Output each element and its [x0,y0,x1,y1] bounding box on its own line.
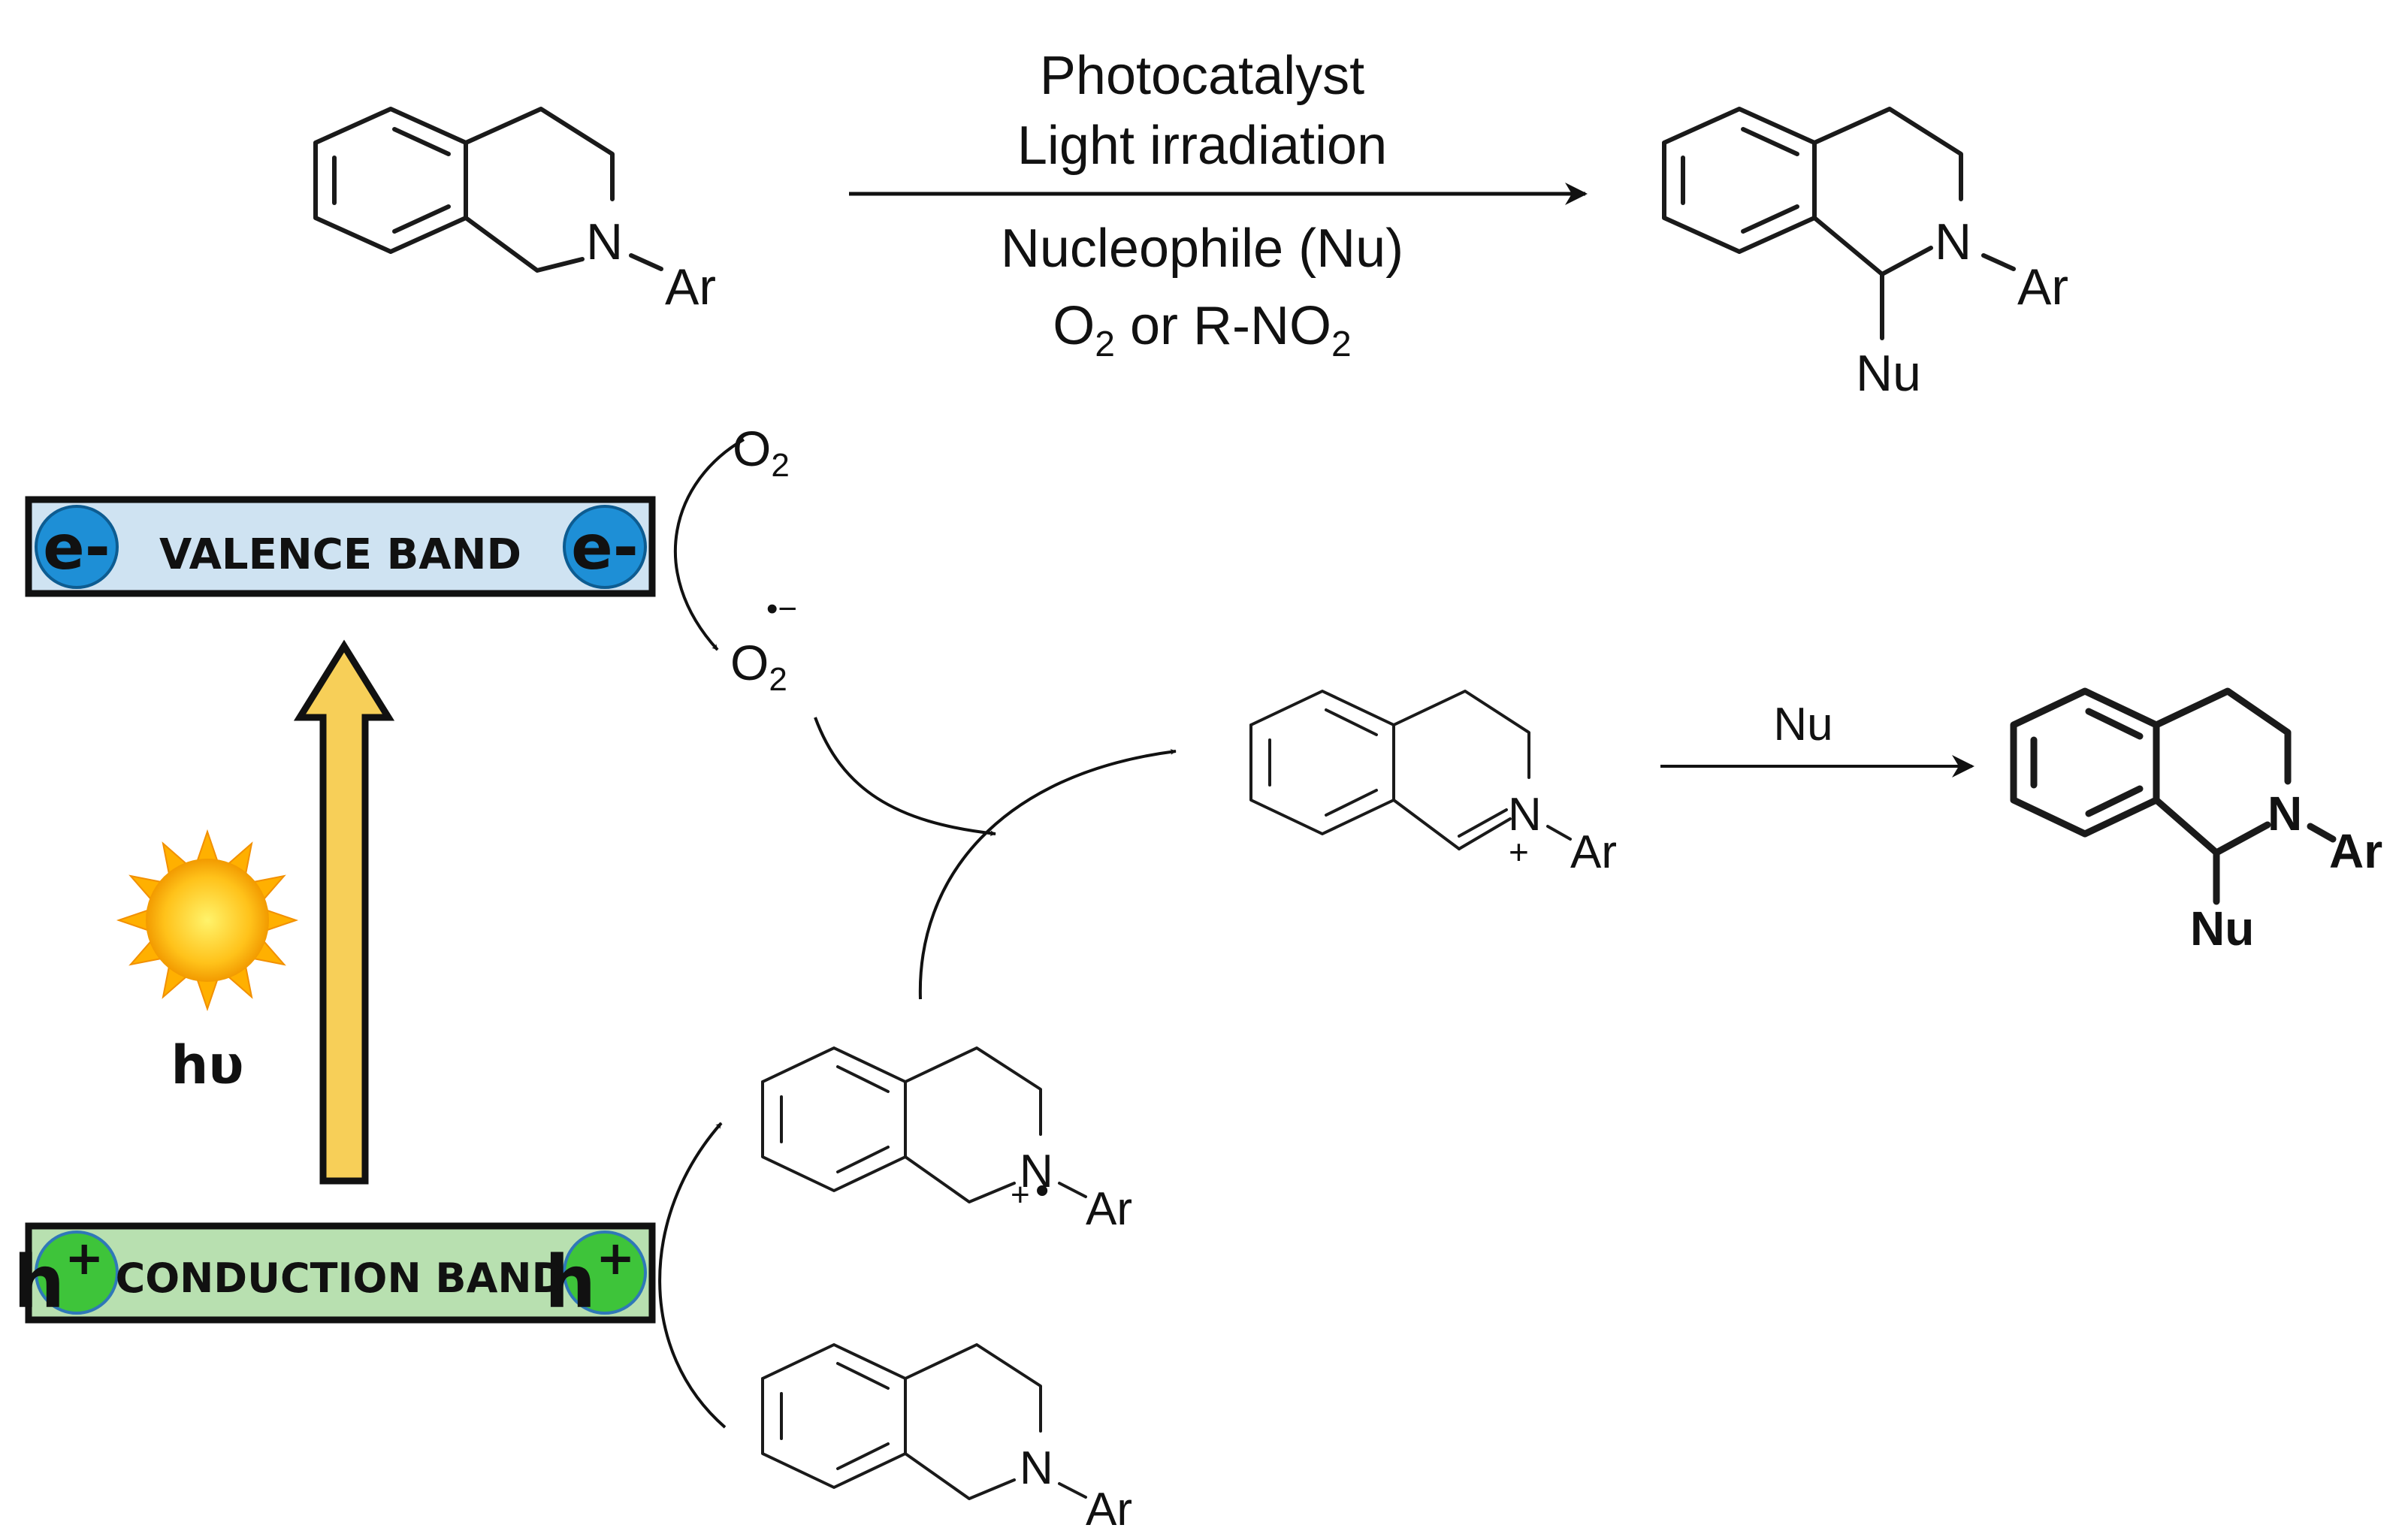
condition-oxidant: O2 or R-NO2 [1053,296,1351,364]
amine-n-label: N [1020,1442,1053,1494]
iminium-charge-label: + [1509,832,1529,871]
conduction-band-box [25,1222,656,1324]
iminium-n-label: N [1508,789,1542,841]
final-product-n-label: N [2268,787,2302,841]
radical-cation-n-label: N [1020,1146,1053,1197]
iminium-ar-label: Ar [1570,826,1617,878]
oxygen-reduction-arrow [673,438,745,651]
condition-light: Light irradiation [1017,116,1387,176]
sun-icon [116,829,299,1012]
amine-oxidation-arrow [658,1122,727,1429]
electron-right-icon [563,505,647,589]
iminium-molecule [1249,690,1572,850]
electron-left-icon [35,505,119,589]
product-ar-label: Ar [2017,258,2068,316]
conduction-band-label: CONDUCTION BAND [116,1255,566,1302]
superoxide-label: O2 [730,635,787,698]
reactant-ar-label: Ar [665,258,716,316]
reactant-n-label: N [586,213,623,270]
product-molecule [1662,107,2016,340]
radical-cation-ar-label: Ar [1086,1183,1132,1235]
product-n-label: N [1935,213,1971,270]
electron-left-label: e- [43,512,110,584]
final-product-molecule [2010,687,2337,905]
radical-cation-charge-label: + [1011,1176,1030,1213]
hole-right-icon [563,1230,647,1315]
product-nu-label: Nu [1856,345,1921,402]
excitation-arrow [293,639,395,1185]
final-product-ar-label: Ar [2329,824,2382,878]
hole-left-label: h+ [14,1230,104,1324]
radical-cation-to-iminium-arrow [918,748,1177,1000]
valence-band: e- e- VALENCE BAND [25,496,656,597]
hole-right-label: h+ [545,1230,635,1324]
photon-energy-label: hυ [171,1034,243,1096]
electron-right-label: e- [571,512,639,584]
radical-cation-radical-label: • [1035,1169,1049,1212]
condition-photocatalyst: Photocatalyst [1040,46,1364,106]
amine-ar-label: Ar [1086,1484,1132,1535]
valence-band-label: VALENCE BAND [159,530,521,579]
hole-left-icon [35,1230,119,1315]
reactant-molecule [313,107,663,273]
o2-label: O2 [733,421,790,484]
superoxide-charge-label: •− [766,590,797,627]
final-product-nu-label: Nu [2190,901,2254,956]
valence-band-box [25,496,656,597]
amine-molecule [761,1343,1087,1500]
conduction-band: h+ h+ CONDUCTION BAND [14,1222,656,1324]
superoxide-to-iminium-arrow [814,717,996,837]
nu-step-label: Nu [1773,699,1832,750]
condition-nucleophile: Nucleophile (Nu) [1001,219,1403,279]
radical-cation-molecule [761,1046,1087,1203]
